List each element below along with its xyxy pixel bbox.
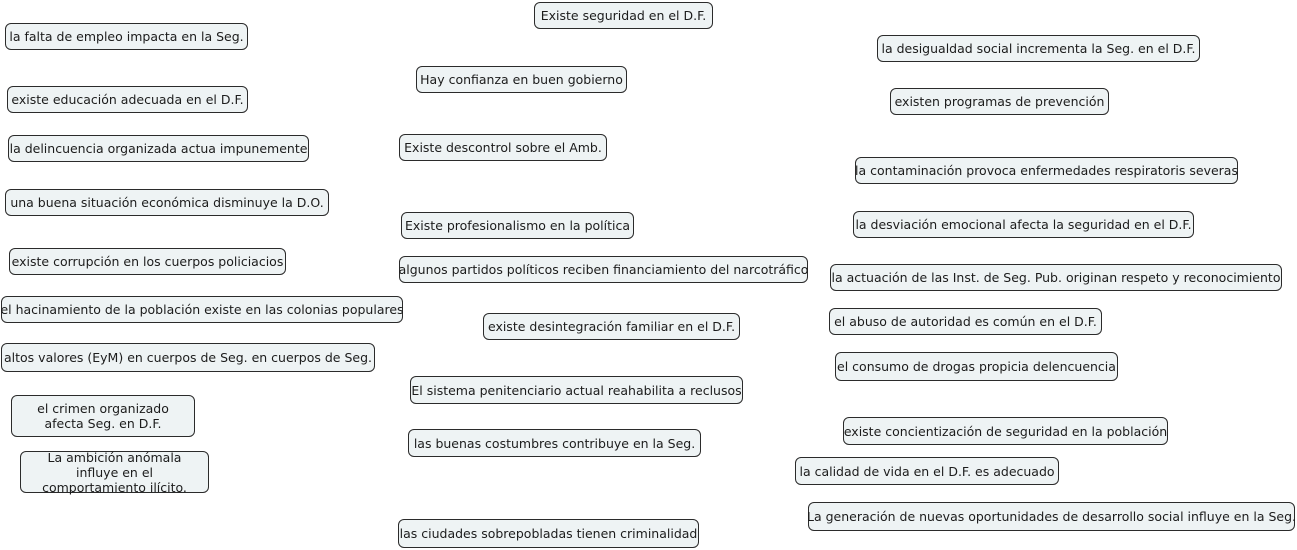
node-programas-prevencion[interactable]: existen programas de prevención: [890, 88, 1109, 115]
node-situacion-economica[interactable]: una buena situación económica disminuye …: [5, 189, 329, 216]
node-existe-seguridad[interactable]: Existe seguridad en el D.F.: [534, 2, 713, 29]
node-delincuencia-organizada[interactable]: la delincuencia organizada actua impunem…: [8, 135, 309, 162]
node-buenas-costumbres[interactable]: las buenas costumbres contribuye en la S…: [408, 429, 701, 457]
node-profesionalismo-politica[interactable]: Existe profesionalismo en la política: [401, 212, 634, 239]
node-falta-de-empleo[interactable]: la falta de empleo impacta en la Seg.: [5, 23, 248, 50]
node-partidos-narcotrafico[interactable]: algunos partidos políticos reciben finan…: [399, 256, 808, 283]
node-sistema-penitenciario[interactable]: El sistema penitenciario actual reahabil…: [410, 376, 743, 404]
node-concientizacion[interactable]: existe concientización de seguridad en l…: [843, 417, 1168, 445]
node-desintegracion-familiar[interactable]: existe desintegración familiar en el D.F…: [483, 313, 740, 340]
node-nuevas-oportunidades[interactable]: La generación de nuevas oportunidades de…: [807, 502, 1296, 531]
node-abuso-autoridad[interactable]: el abuso de autoridad es común en el D.F…: [829, 308, 1102, 335]
node-ciudades-sobrepobladas[interactable]: las ciudades sobrepobladas tienen crimin…: [398, 519, 699, 548]
node-calidad-de-vida[interactable]: la calidad de vida en el D.F. es adecuad…: [795, 457, 1059, 485]
node-altos-valores[interactable]: altos valores (EyM) en cuerpos de Seg. e…: [1, 343, 375, 372]
node-actuacion-instituciones[interactable]: la actuación de las Inst. de Seg. Pub. o…: [830, 264, 1282, 291]
node-confianza-gobierno[interactable]: Hay confianza en buen gobierno: [416, 66, 627, 93]
node-desigualdad-social[interactable]: la desigualdad social incrementa la Seg.…: [877, 35, 1200, 62]
node-hacinamiento[interactable]: el hacinamiento de la población existe e…: [0, 296, 404, 323]
node-consumo-drogas[interactable]: el consumo de drogas propicia delencuenc…: [835, 352, 1118, 381]
node-crimen-organizado[interactable]: el crimen organizado afecta Seg. en D.F.: [11, 395, 195, 437]
node-ambicion-anomala[interactable]: La ambición anómala influye en el compor…: [20, 450, 209, 495]
node-educacion-adecuada[interactable]: existe educación adecuada en el D.F.: [7, 86, 248, 113]
node-desviacion-emocional[interactable]: la desviación emocional afecta la seguri…: [853, 211, 1194, 238]
node-contaminacion[interactable]: la contaminación provoca enfermedades re…: [855, 157, 1238, 184]
node-descontrol-amb[interactable]: Existe descontrol sobre el Amb.: [399, 134, 607, 161]
node-corrupcion-policiacios[interactable]: existe corrupción en los cuerpos policia…: [9, 248, 286, 275]
